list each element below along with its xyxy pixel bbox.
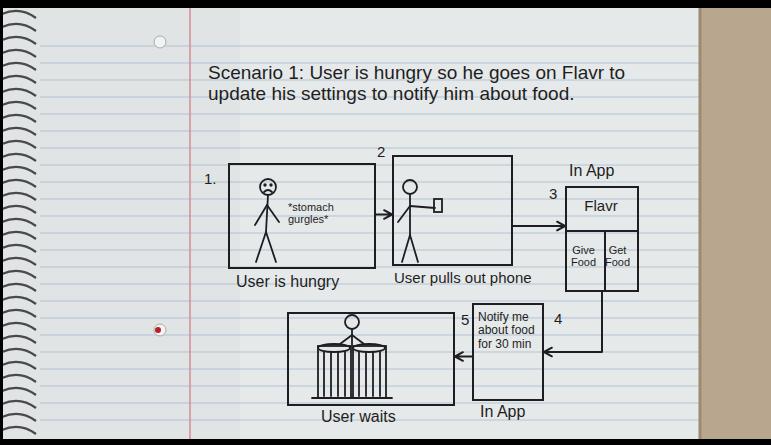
panel-caption: User is hungry xyxy=(236,273,339,291)
setting-text: Notify me about food for 30 min xyxy=(478,311,540,351)
panel-caption: User waits xyxy=(321,408,396,426)
app-button: Give Food xyxy=(567,230,606,290)
flow-arrow xyxy=(544,292,602,356)
button-label: Get Food xyxy=(602,244,633,269)
arrow-line xyxy=(376,210,392,219)
arrow-line xyxy=(455,352,472,361)
story-panel: 1.*stomach gurgles*User is hungry xyxy=(228,163,376,269)
arrow-line xyxy=(513,222,565,231)
panel-number: 1. xyxy=(204,171,217,188)
flow-arrow xyxy=(455,352,472,361)
button-label: Give Food xyxy=(567,244,600,269)
app-name: Flavr xyxy=(567,198,635,215)
panel-number: 3 xyxy=(549,186,557,203)
panel-number: 4 xyxy=(554,311,562,328)
panel-number: 2 xyxy=(377,144,385,161)
flow-arrow xyxy=(513,222,565,231)
panel-number: 5 xyxy=(461,312,469,329)
app-screen: In App3FlavrGive FoodGet Food xyxy=(565,186,639,292)
screen-caption: In App xyxy=(480,403,525,421)
app-screen: 4Notify me about food for 30 minIn App xyxy=(472,303,544,401)
app-button: Get Food xyxy=(602,230,639,290)
arrow-line xyxy=(544,292,602,356)
scenario-title: Scenario 1: User is hungry so he goes on… xyxy=(208,62,638,105)
story-panel: 5User waits xyxy=(287,312,455,406)
flow-arrow xyxy=(376,210,392,219)
sound-effect: *stomach gurgles* xyxy=(288,201,364,226)
story-panel: 2User pulls out phone xyxy=(392,155,513,266)
screen-heading: In App xyxy=(569,162,614,180)
panel-caption: User pulls out phone xyxy=(394,270,532,287)
